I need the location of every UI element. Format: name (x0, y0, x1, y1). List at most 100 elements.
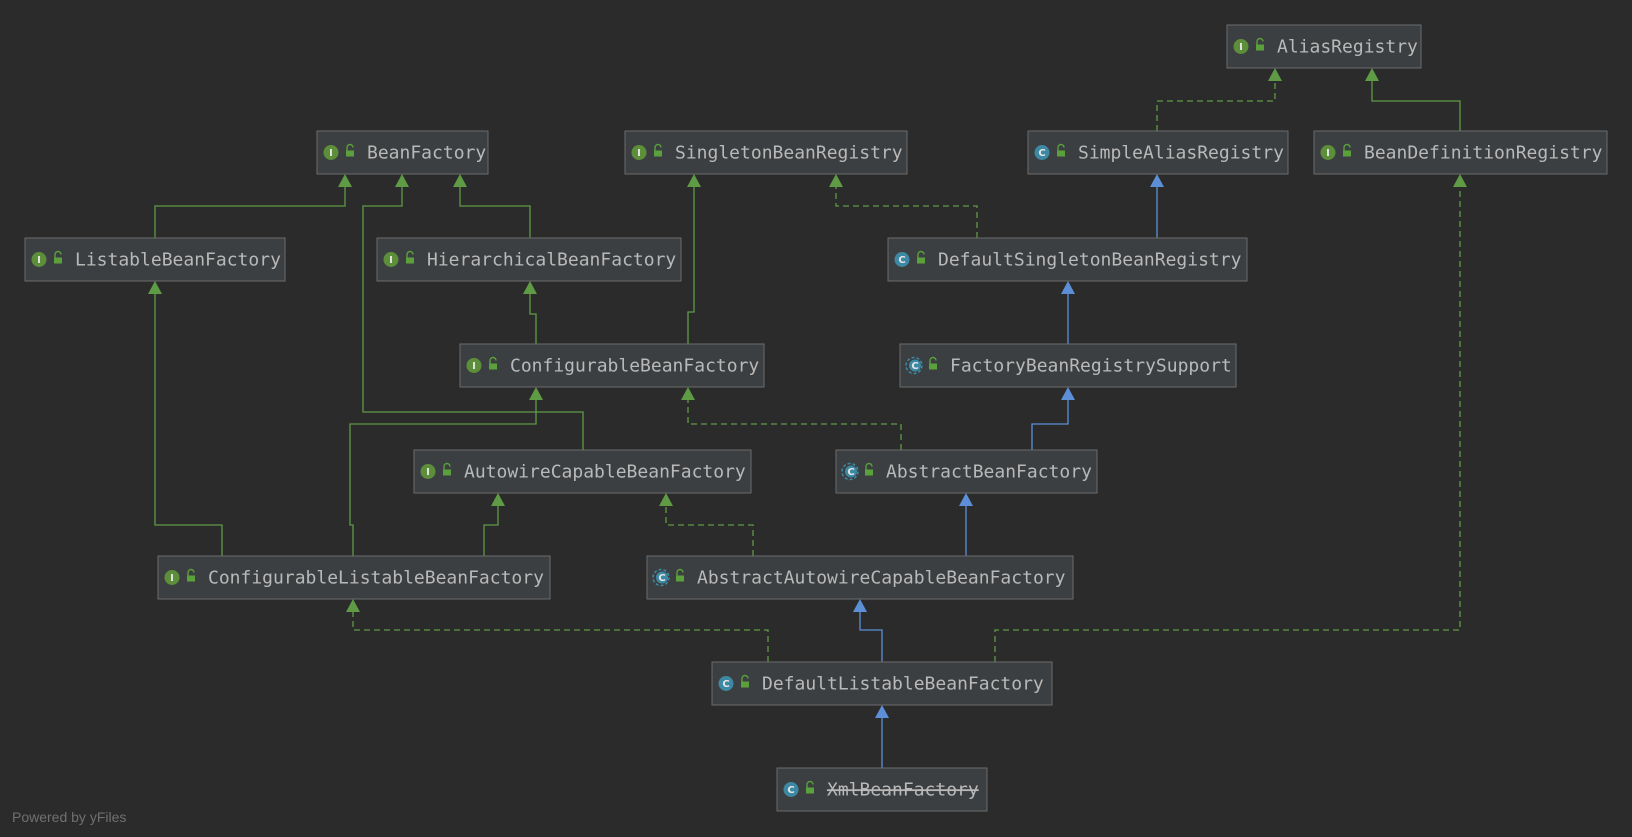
edge-configurable-bean-factory-to-singleton-bean-registry (687, 174, 701, 344)
node-singleton-bean-registry[interactable]: I SingletonBeanRegistry (624, 130, 908, 175)
class-badge-icon: C (783, 782, 799, 797)
node-label: HierarchicalBeanFactory (427, 250, 676, 271)
node-box[interactable] (887, 237, 1248, 282)
badge-letter: I (472, 361, 476, 372)
node-label: ConfigurableListableBeanFactory (208, 568, 544, 589)
edge-line (154, 294, 223, 556)
node-box[interactable] (711, 661, 1053, 706)
edge-listable-bean-factory-to-bean-factory (154, 174, 352, 238)
interface-badge-icon: I (1320, 145, 1336, 160)
node-box[interactable] (1313, 130, 1608, 175)
edge-default-singleton-bean-registry-to-singleton-bean-registry (829, 174, 978, 238)
edge-abstract-autowire-capable-bean-factory-to-autowire-capable-bean-factory (659, 493, 754, 556)
node-box[interactable] (376, 237, 682, 282)
node-label: AliasRegistry (1277, 37, 1418, 58)
interface-badge-icon: I (323, 145, 339, 160)
edge-abstract-autowire-capable-bean-factory-to-abstract-bean-factory (959, 493, 973, 556)
interface-badge-icon: I (164, 570, 180, 585)
arrowhead-icon (338, 174, 352, 187)
arrowhead-icon (395, 174, 409, 187)
node-label: FactoryBeanRegistrySupport (950, 356, 1232, 377)
edge-simple-alias-registry-to-alias-registry (1156, 68, 1282, 131)
edge-line (352, 612, 769, 662)
node-label: AutowireCapableBeanFactory (464, 462, 746, 483)
node-hierarchical-bean-factory[interactable]: I HierarchicalBeanFactory (376, 237, 682, 282)
class-badge-icon: C (718, 676, 734, 691)
node-box[interactable] (624, 130, 908, 175)
node-label: ListableBeanFactory (75, 250, 281, 271)
badge-letter: C (898, 255, 905, 266)
node-label: ConfigurableBeanFactory (510, 356, 759, 377)
node-autowire-capable-bean-factory[interactable]: I AutowireCapableBeanFactory (413, 449, 752, 494)
edge-line (1031, 400, 1069, 450)
badge-letter: I (426, 467, 430, 478)
public-lock-icon (1057, 143, 1065, 157)
arrowhead-icon (659, 493, 673, 506)
arrowhead-icon (687, 174, 701, 187)
interface-badge-icon: I (631, 145, 647, 160)
arrowhead-icon (529, 387, 543, 400)
node-box[interactable] (316, 130, 489, 175)
node-box[interactable] (899, 343, 1237, 388)
public-lock-icon (741, 674, 749, 688)
interface-badge-icon: I (1233, 39, 1249, 54)
arrowhead-icon (1268, 68, 1282, 81)
node-xml-bean-factory[interactable]: C XmlBeanFactory (776, 767, 988, 812)
arrowhead-icon (346, 599, 360, 612)
arrowhead-icon (1061, 387, 1075, 400)
node-label: SingletonBeanRegistry (675, 143, 903, 164)
node-label: SimpleAliasRegistry (1078, 143, 1284, 164)
edge-default-listable-bean-factory-to-bean-definition-registry (994, 174, 1467, 662)
public-lock-icon (676, 568, 684, 582)
node-default-listable-bean-factory[interactable]: C DefaultListableBeanFactory (711, 661, 1053, 706)
public-lock-icon (1256, 37, 1264, 51)
node-box[interactable] (459, 343, 765, 388)
node-box[interactable] (646, 555, 1074, 600)
badge-letter: I (389, 255, 393, 266)
arrowhead-icon (1061, 281, 1075, 294)
public-lock-icon (1343, 143, 1351, 157)
edge-configurable-listable-bean-factory-to-autowire-capable-bean-factory (483, 493, 505, 556)
abstract-class-badge-icon: C (905, 356, 923, 375)
arrowhead-icon (681, 387, 695, 400)
arrowhead-icon (1150, 174, 1164, 187)
abstract-class-badge-icon: C (841, 462, 859, 481)
node-label: XmlBeanFactory (827, 780, 979, 801)
node-box[interactable] (157, 555, 551, 600)
edge-xml-bean-factory-to-default-listable-bean-factory (875, 705, 889, 768)
edge-default-listable-bean-factory-to-abstract-autowire-capable-bean-factory (853, 599, 883, 662)
node-configurable-listable-bean-factory[interactable]: I ConfigurableListableBeanFactory (157, 555, 551, 600)
arrowhead-icon (148, 281, 162, 294)
node-box[interactable] (24, 237, 286, 282)
node-label: DefaultListableBeanFactory (762, 674, 1044, 695)
edge-autowire-capable-bean-factory-to-bean-factory (362, 174, 584, 450)
node-configurable-bean-factory[interactable]: I ConfigurableBeanFactory (459, 343, 765, 388)
badge-letter: C (911, 361, 918, 372)
node-alias-registry[interactable]: I AliasRegistry (1226, 24, 1422, 69)
node-box[interactable] (835, 449, 1098, 494)
badge-letter: C (722, 679, 729, 690)
arrowhead-icon (875, 705, 889, 718)
node-box[interactable] (1027, 130, 1289, 175)
public-lock-icon (406, 250, 414, 264)
badge-letter: I (637, 148, 641, 159)
node-factory-bean-registry-support[interactable]: C FactoryBeanRegistrySupport (899, 343, 1237, 388)
arrowhead-icon (959, 493, 973, 506)
edge-line (459, 187, 531, 238)
public-lock-icon (806, 780, 814, 794)
edge-line (154, 187, 346, 238)
edge-default-listable-bean-factory-to-configurable-listable-bean-factory (346, 599, 769, 662)
badge-letter: I (329, 148, 333, 159)
edge-line (1371, 81, 1461, 131)
badge-letter: I (1239, 42, 1243, 53)
node-box[interactable] (413, 449, 752, 494)
